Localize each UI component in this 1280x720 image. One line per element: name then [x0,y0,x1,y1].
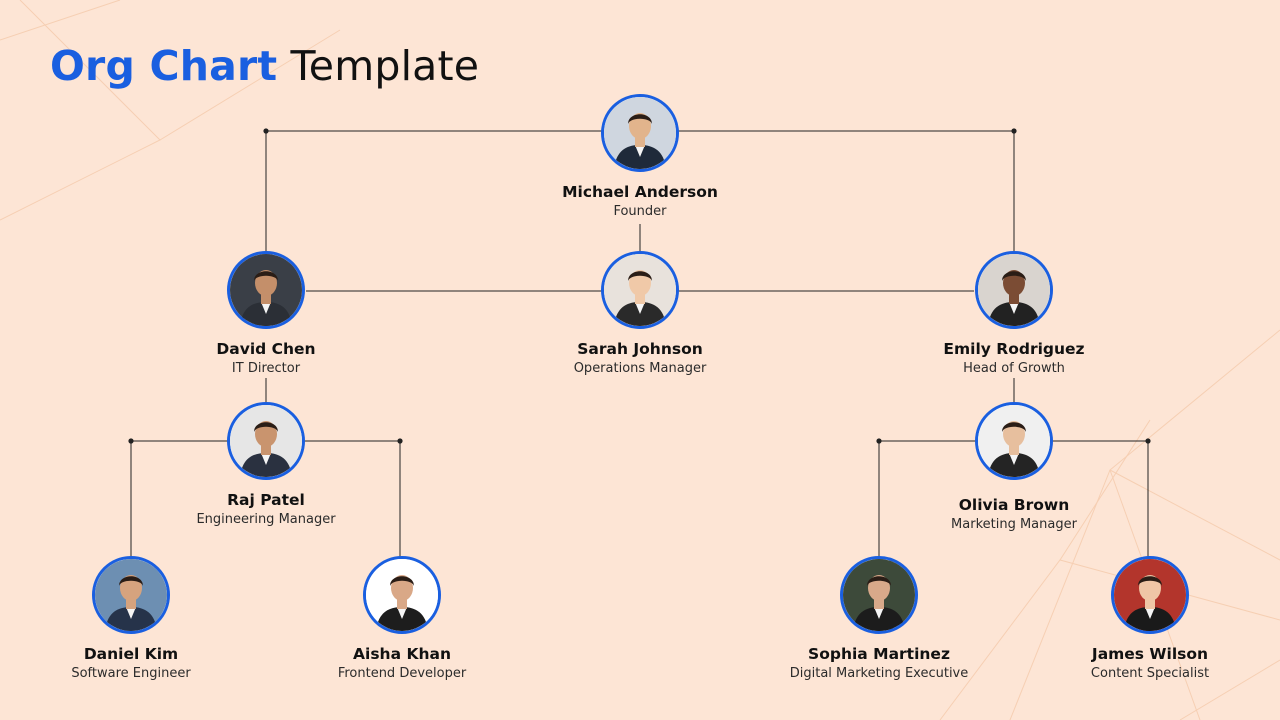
person-portrait-icon [1114,559,1186,631]
person-name: Sophia Martinez [808,645,950,663]
title-accent: Org Chart [50,42,278,90]
person-name: Emily Rodriguez [943,340,1085,358]
person-role: Marketing Manager [951,517,1077,532]
person-name: David Chen [216,340,316,358]
avatar [1111,556,1189,634]
person-name: Aisha Khan [353,645,451,663]
person-role: Head of Growth [963,361,1065,376]
avatar [227,402,305,480]
person-role: Content Specialist [1090,666,1210,681]
org-node-david-chen: David Chen IT Director [136,251,396,379]
person-portrait-icon [604,254,676,326]
title-rest: Template [277,42,480,90]
connector-dot [1011,128,1017,134]
page-title: Org Chart Template [50,42,479,90]
connector-dot [397,438,403,444]
connector-dot [128,438,134,444]
avatar [227,251,305,329]
avatar [975,402,1053,480]
avatar [840,556,918,634]
avatar [601,251,679,329]
person-portrait-icon [978,405,1050,477]
person-name: Raj Patel [227,491,305,509]
person-portrait-icon [95,559,167,631]
person-name: Sarah Johnson [577,340,703,358]
person-portrait-icon [366,559,438,631]
person-name: Olivia Brown [958,496,1070,514]
person-portrait-icon [978,254,1050,326]
person-name: Michael Anderson [562,183,718,201]
person-role: Founder [613,204,667,219]
person-portrait-icon [843,559,915,631]
person-role: Digital Marketing Executive [789,666,969,681]
connector-dot [876,438,882,444]
avatar [975,251,1053,329]
avatar [601,94,679,172]
person-portrait-icon [604,97,676,169]
avatar [363,556,441,634]
person-name: Daniel Kim [83,645,179,663]
person-role: IT Director [231,361,301,376]
person-role: Operations Manager [573,361,707,376]
connector-dot [1145,438,1151,444]
person-portrait-icon [230,405,302,477]
person-role: Software Engineer [71,666,191,681]
person-role: Engineering Manager [196,512,336,527]
connector-dot [263,128,269,134]
person-role: Frontend Developer [337,666,467,681]
person-portrait-icon [230,254,302,326]
avatar [92,556,170,634]
person-name: James Wilson [1091,645,1209,663]
